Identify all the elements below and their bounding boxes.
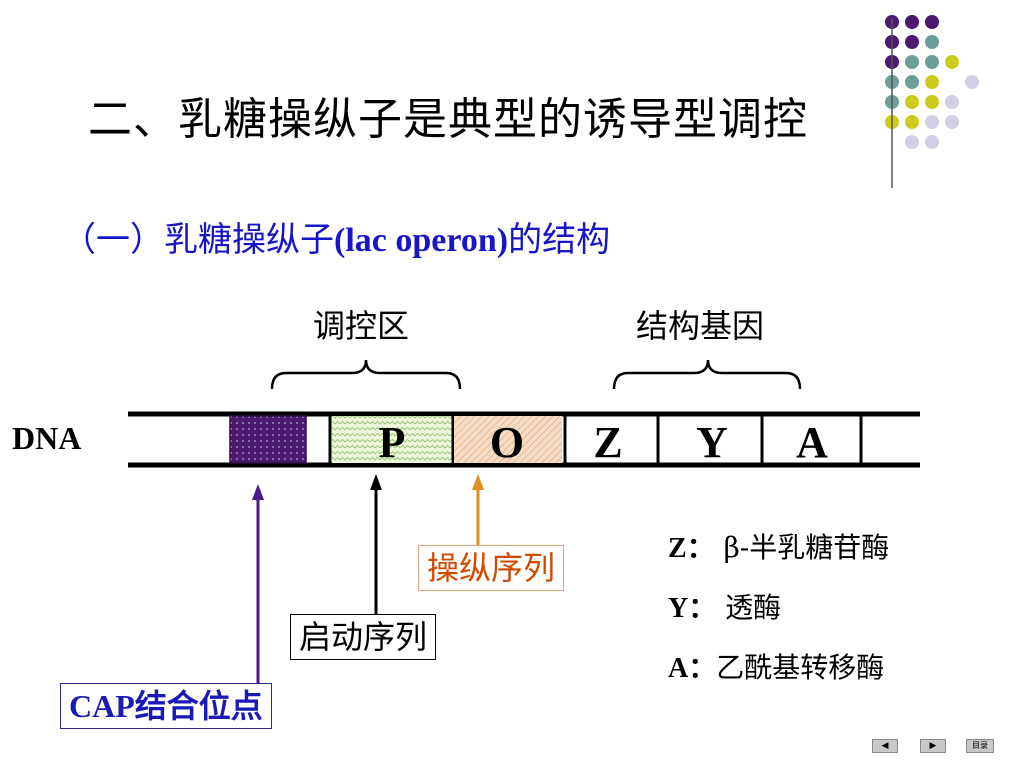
promoter-callout: 启动序列 [290,614,437,660]
decorative-dot [905,135,919,149]
decorative-dot [905,115,919,129]
subtitle-suffix: 的结构 [508,222,611,259]
decorative-dot [945,115,959,129]
decorative-dot [925,115,939,129]
decorative-dot [925,75,939,89]
decorative-dot [925,135,939,149]
legend-a-code: A： [668,653,717,684]
legend-z: Z： β-半乳糖苷酶 [668,534,889,563]
dna-label: DNA [12,420,82,456]
legend-y-text: 透酶 [725,591,782,624]
gene-a-label: A [796,418,828,467]
subtitle-latin: (lac operon) [334,222,509,259]
cap-latin: CAP [69,688,135,724]
regulatory-region-label: 调控区 [313,307,410,345]
legend-a: A：乙酰基转移酶 [668,654,884,683]
gene-p-label: P [379,418,406,467]
gene-y-label: Y [696,418,728,467]
cap-suffix: 结合位点 [134,687,263,725]
decorative-dot [945,95,959,109]
operator-callout: 操纵序列 [418,545,565,591]
operator-arrow-head [472,474,484,490]
prev-slide-button[interactable]: ◀ [872,739,898,753]
decorative-dot [905,35,919,49]
decorative-dot [945,55,959,69]
decorative-dot [925,35,939,49]
decorative-dot [905,55,919,69]
cap-arrow-head [252,484,264,500]
promoter-segment [332,416,452,463]
regulatory-brace [270,359,462,390]
decorative-dot [925,55,939,69]
menu-button[interactable]: 目录 [966,739,994,753]
legend-y-code: Y： [668,593,717,624]
decorative-dot [925,95,939,109]
legend-z-code: Z： [668,533,715,564]
section-subtitle: （一）乳糖操纵子(lac operon)的结构 [62,222,610,259]
decorative-dot [925,15,939,29]
structural-genes-label: 结构基因 [636,307,765,345]
cap-site-segment [229,415,307,464]
decorative-dot [905,15,919,29]
decorative-dot [905,75,919,89]
slide-title: 二、乳糖操纵子是典型的诱导型调控 [88,94,808,145]
gene-z-label: Z [593,418,622,467]
legend-z-text: β-半乳糖苷酶 [723,531,890,564]
structural-brace [612,359,802,390]
legend-a-text: 乙酰基转移酶 [716,651,885,684]
gene-o-label: O [490,418,524,467]
operator-segment [454,416,562,463]
subtitle-prefix: （一）乳糖操纵子 [62,222,334,259]
decorative-dot [905,95,919,109]
decorative-dot [965,75,979,89]
promoter-arrow-head [370,474,382,490]
legend-y: Y： 透酶 [668,594,781,623]
next-slide-button[interactable]: ▶ [920,739,946,753]
cap-site-callout: CAP结合位点 [60,683,272,729]
decorative-dot-grid [885,15,979,188]
